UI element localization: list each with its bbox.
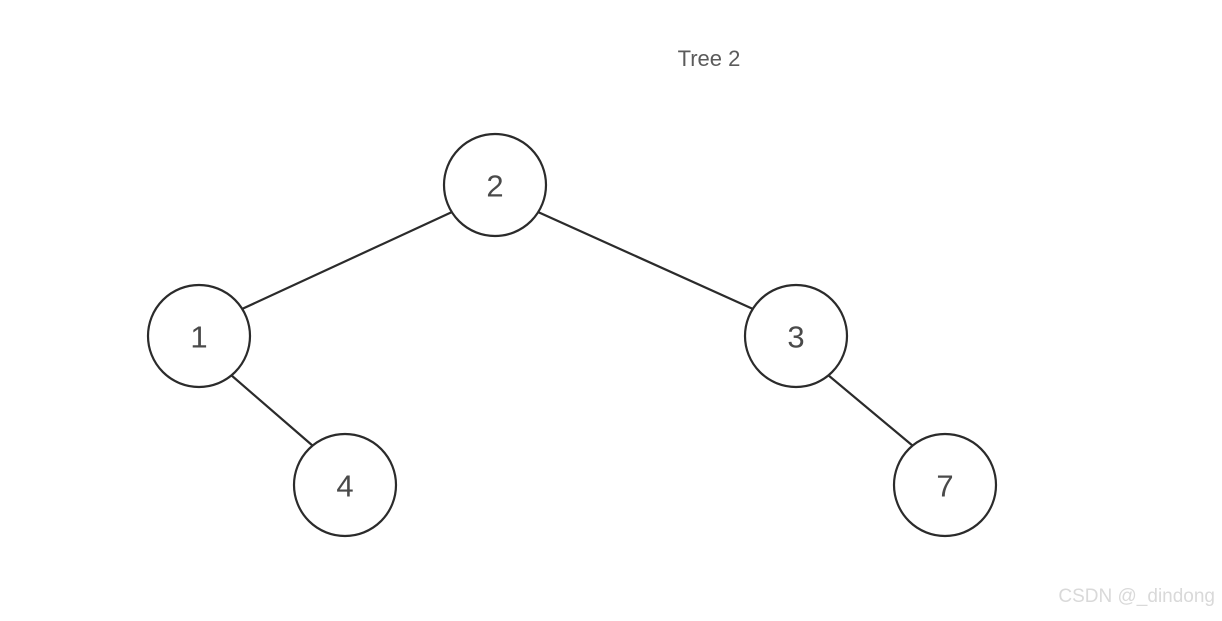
tree-node-1[interactable]: 1 (146, 283, 252, 389)
node-circle-7[interactable] (892, 432, 998, 538)
node-label-1: 1 (190, 320, 207, 355)
node-label-2: 2 (486, 169, 503, 204)
page-title: Tree 2 (678, 46, 741, 71)
edge-2-to-1 (240, 210, 454, 311)
node-label-3: 3 (787, 320, 804, 355)
edge-3-to-7 (826, 373, 915, 448)
watermark: CSDN @_dindong (1058, 586, 1215, 607)
tree-node-4[interactable]: 4 (292, 432, 398, 538)
node-group: 2 1 3 4 7 (146, 132, 998, 538)
tree-node-2[interactable]: 2 (442, 132, 548, 238)
node-circle-2[interactable] (442, 132, 548, 238)
node-label-7: 7 (936, 469, 953, 504)
node-circle-3[interactable] (743, 283, 849, 389)
node-label-4: 4 (336, 469, 353, 504)
edge-2-to-3 (536, 210, 755, 311)
node-circle-1[interactable] (146, 283, 252, 389)
tree-node-7[interactable]: 7 (892, 432, 998, 538)
edge-group (229, 210, 915, 448)
edge-1-to-4 (229, 373, 315, 448)
tree-node-3[interactable]: 3 (743, 283, 849, 389)
node-circle-4[interactable] (292, 432, 398, 538)
